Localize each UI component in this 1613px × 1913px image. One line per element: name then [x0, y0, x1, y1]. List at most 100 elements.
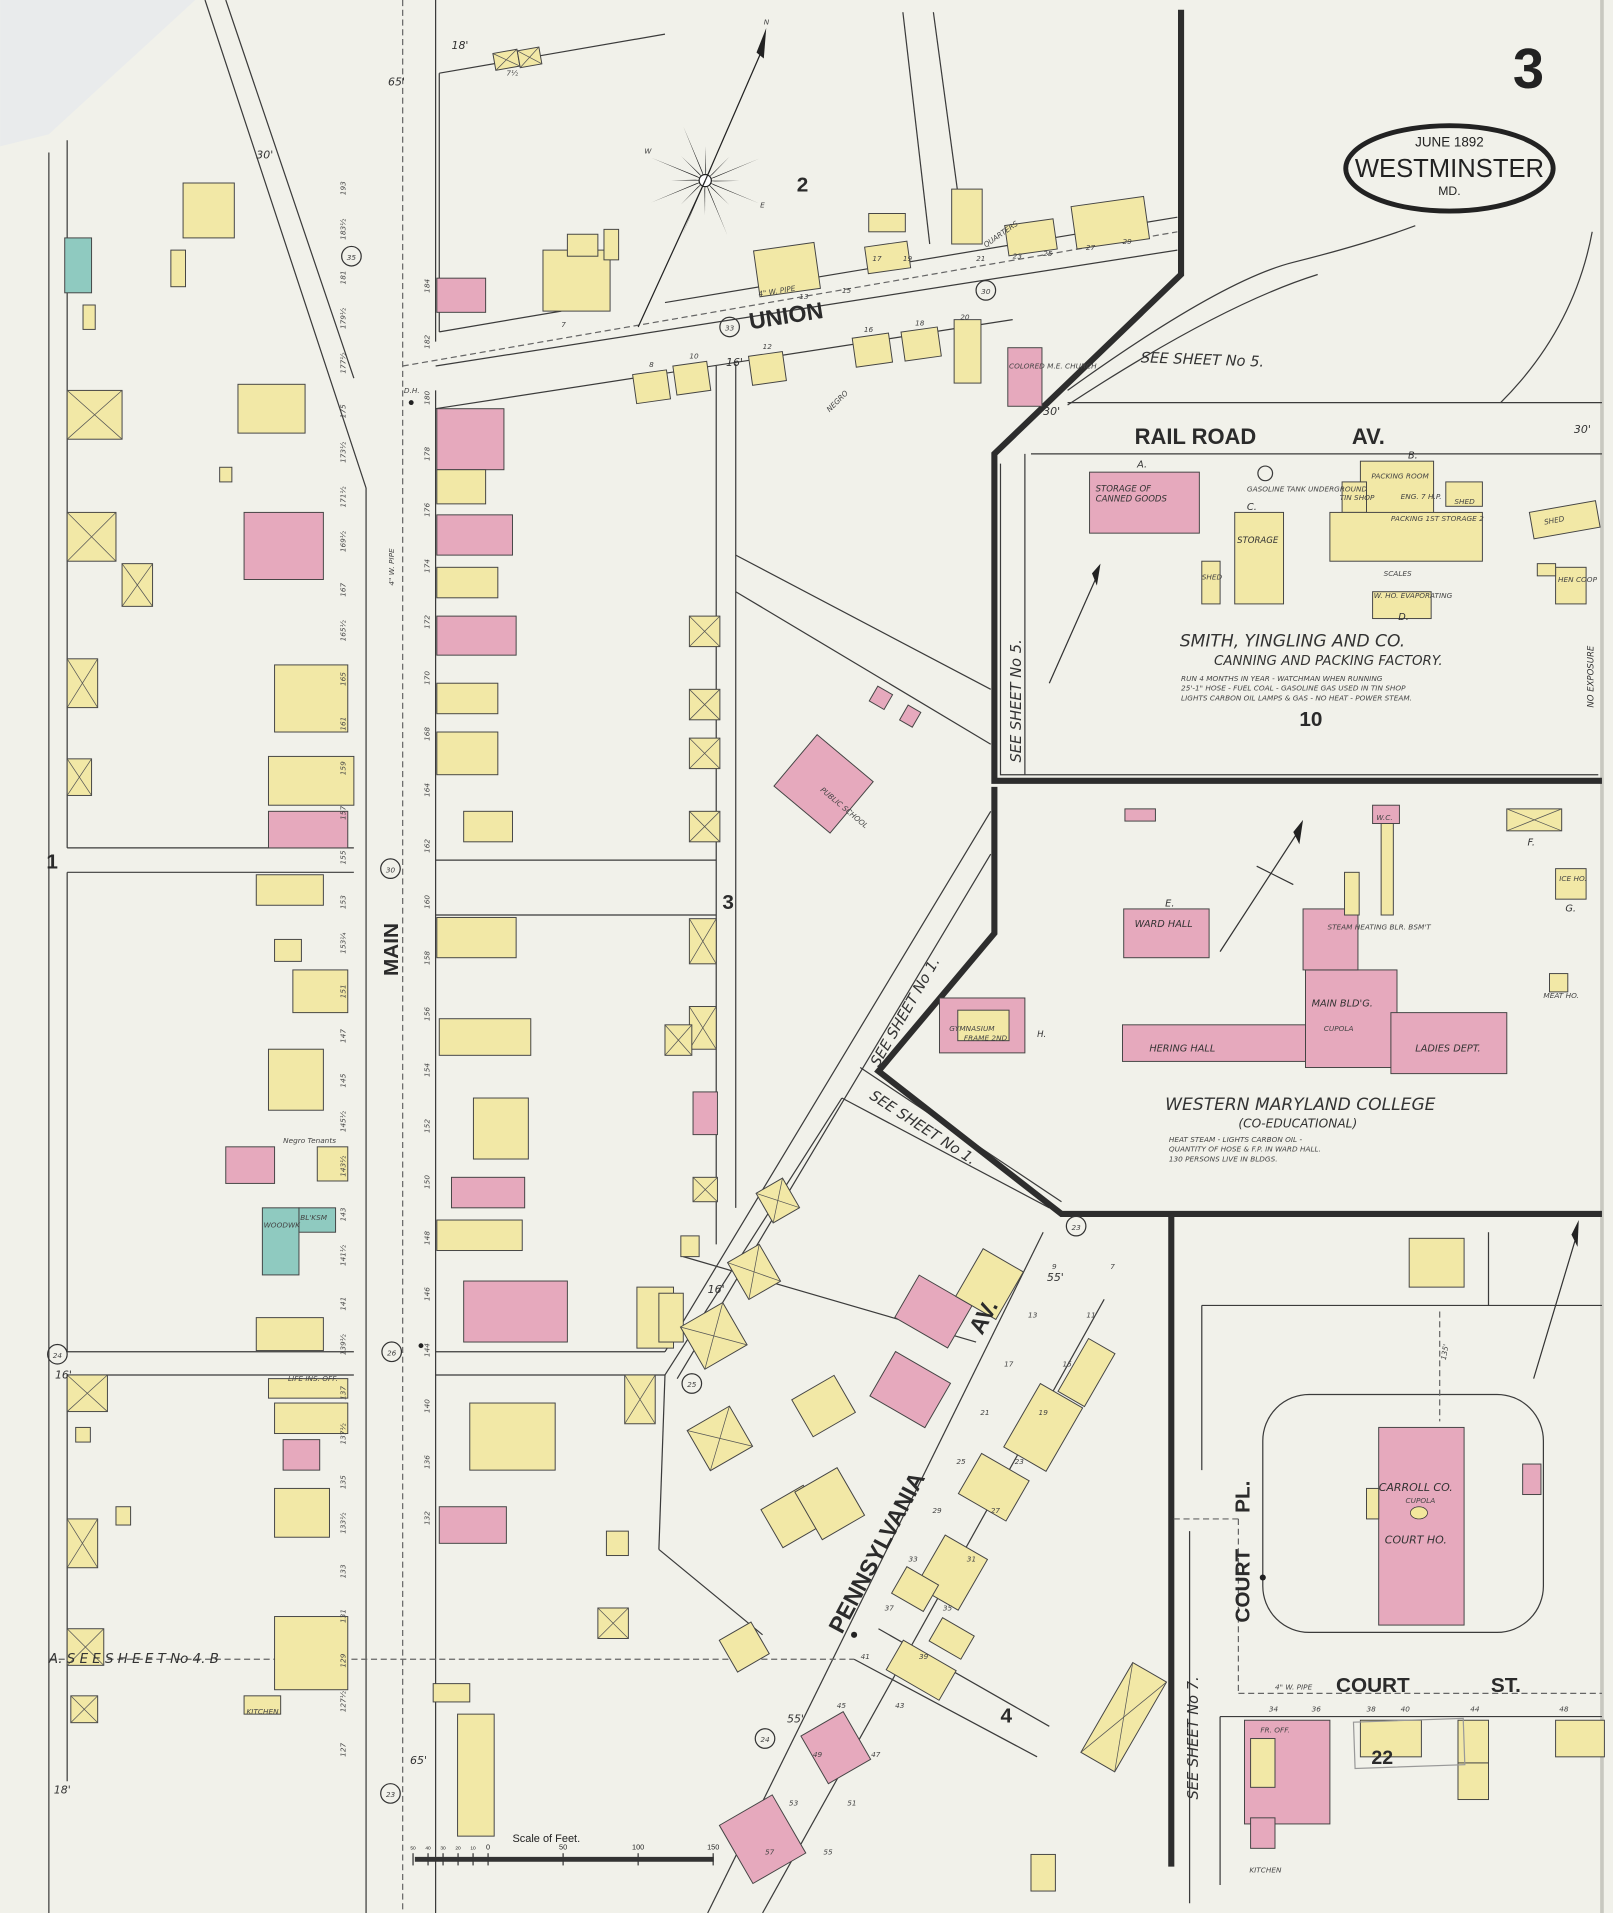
building [1341, 481, 1367, 513]
building [692, 1176, 718, 1203]
building-footprint [182, 182, 235, 239]
label-storage: STORAGE [1237, 536, 1279, 546]
building [1528, 500, 1601, 540]
house-number: 10 [689, 352, 699, 361]
building [1329, 511, 1483, 562]
house-number: 13 [799, 292, 809, 301]
house-number: 7 [561, 320, 566, 329]
building [1302, 908, 1359, 971]
building-footprint [472, 1097, 529, 1160]
north-arrow-icon [756, 28, 767, 59]
house-number: 165 [338, 672, 347, 686]
label-scales: SCALES [1384, 569, 1412, 578]
building [432, 1683, 471, 1703]
house-number: 129 [338, 1653, 347, 1667]
cross-mark [689, 737, 721, 769]
college-note: 130 PERSONS LIVE IN BLDGS. [1169, 1154, 1278, 1163]
street-railroad: RAIL ROAD [1135, 424, 1257, 449]
cross-mark [66, 512, 117, 562]
street-width: 30' [256, 149, 273, 162]
house-number: 29 [1122, 237, 1132, 246]
scale-tick-label: 150 [707, 1843, 719, 1852]
building-footprint [928, 1617, 975, 1660]
house-number: 15 [1062, 1359, 1072, 1368]
factory-note: RUN 4 MONTHS IN YEAR - WATCHMAN WHEN RUN… [1181, 674, 1383, 683]
building [605, 1530, 629, 1557]
building-footprint [1380, 823, 1394, 916]
label-main-building: MAIN BLD'G. [1312, 999, 1373, 1010]
building-footprint [1003, 1382, 1084, 1472]
building-footprint [773, 733, 874, 834]
cross-mark [772, 1178, 783, 1223]
label-kitchen: KITCHEN [247, 1707, 280, 1716]
building [1201, 560, 1221, 605]
building-footprint [298, 1207, 337, 1233]
building [686, 1405, 754, 1472]
label-engine: ENG. 7 H.P. [1401, 492, 1442, 501]
building-footprint [603, 228, 620, 261]
building-footprint [1305, 969, 1398, 1069]
hydrant: 23 [380, 1783, 401, 1804]
house-number: 7½ [506, 69, 518, 78]
building-footprint [1302, 908, 1359, 971]
building-footprint [957, 1452, 1030, 1522]
sheet-references: SEE SHEET No 5. SEE SHEET No 5. SEE SHEE… [48, 349, 1265, 1799]
building [516, 46, 543, 69]
compass-ray [671, 179, 706, 181]
house-number: 165½ [338, 620, 347, 641]
building-footprint [261, 1207, 300, 1276]
building [898, 704, 922, 728]
street-width: 30' [1043, 405, 1060, 418]
scale-tick-label: 20 [455, 1846, 461, 1852]
building [436, 1219, 523, 1252]
house-number: 150 [423, 1175, 432, 1189]
house-number: 182 [423, 335, 432, 349]
building [75, 1426, 91, 1443]
building [267, 755, 355, 806]
college-subtitle: (CO-EDUCATIONAL) [1238, 1116, 1357, 1130]
cross-mark [689, 918, 717, 965]
street-width: 16' [55, 1369, 72, 1382]
building-footprint [1390, 1012, 1508, 1075]
building [928, 1617, 975, 1660]
label-wc: W.C. [1376, 813, 1392, 822]
number-labels: 65'30'30'18'16'16'16'55'55'65'18'30'1931… [54, 39, 1591, 1857]
building-footprint [436, 731, 499, 776]
compass-ray [705, 180, 740, 182]
building-footprint [436, 408, 505, 471]
hydrant-icon [681, 1373, 703, 1394]
building [1007, 347, 1043, 407]
building [274, 1616, 349, 1691]
building [726, 1243, 782, 1301]
building-footprint [274, 1487, 330, 1538]
street-width: 16' [726, 356, 743, 369]
building-footprint [632, 369, 672, 405]
house-number: 43 [895, 1701, 905, 1710]
building-footprint [680, 1235, 700, 1258]
label-woodwork: WOODWK [264, 1220, 302, 1229]
cross-mark [66, 758, 92, 796]
building-footprint [436, 615, 517, 656]
building-footprint [1250, 1738, 1276, 1788]
building [438, 1506, 507, 1544]
house-number: 154 [423, 1063, 432, 1077]
building [1070, 195, 1151, 250]
house-number: 152 [423, 1119, 432, 1133]
building-footprint [864, 240, 912, 275]
building-footprint [658, 1292, 684, 1343]
building [868, 685, 894, 711]
cross-mark [1506, 808, 1562, 832]
building [794, 1467, 866, 1541]
building [1445, 481, 1483, 507]
building [851, 332, 894, 368]
hydrant-icon [975, 279, 997, 301]
building [66, 1518, 99, 1569]
house-number: 171½ [338, 486, 347, 507]
building [436, 277, 487, 313]
cross-mark [1080, 1681, 1167, 1753]
block-number: 4 [1000, 1705, 1012, 1728]
building [885, 1639, 957, 1701]
house-number: 25 [1043, 249, 1053, 258]
house-number: 35 [943, 1603, 953, 1612]
